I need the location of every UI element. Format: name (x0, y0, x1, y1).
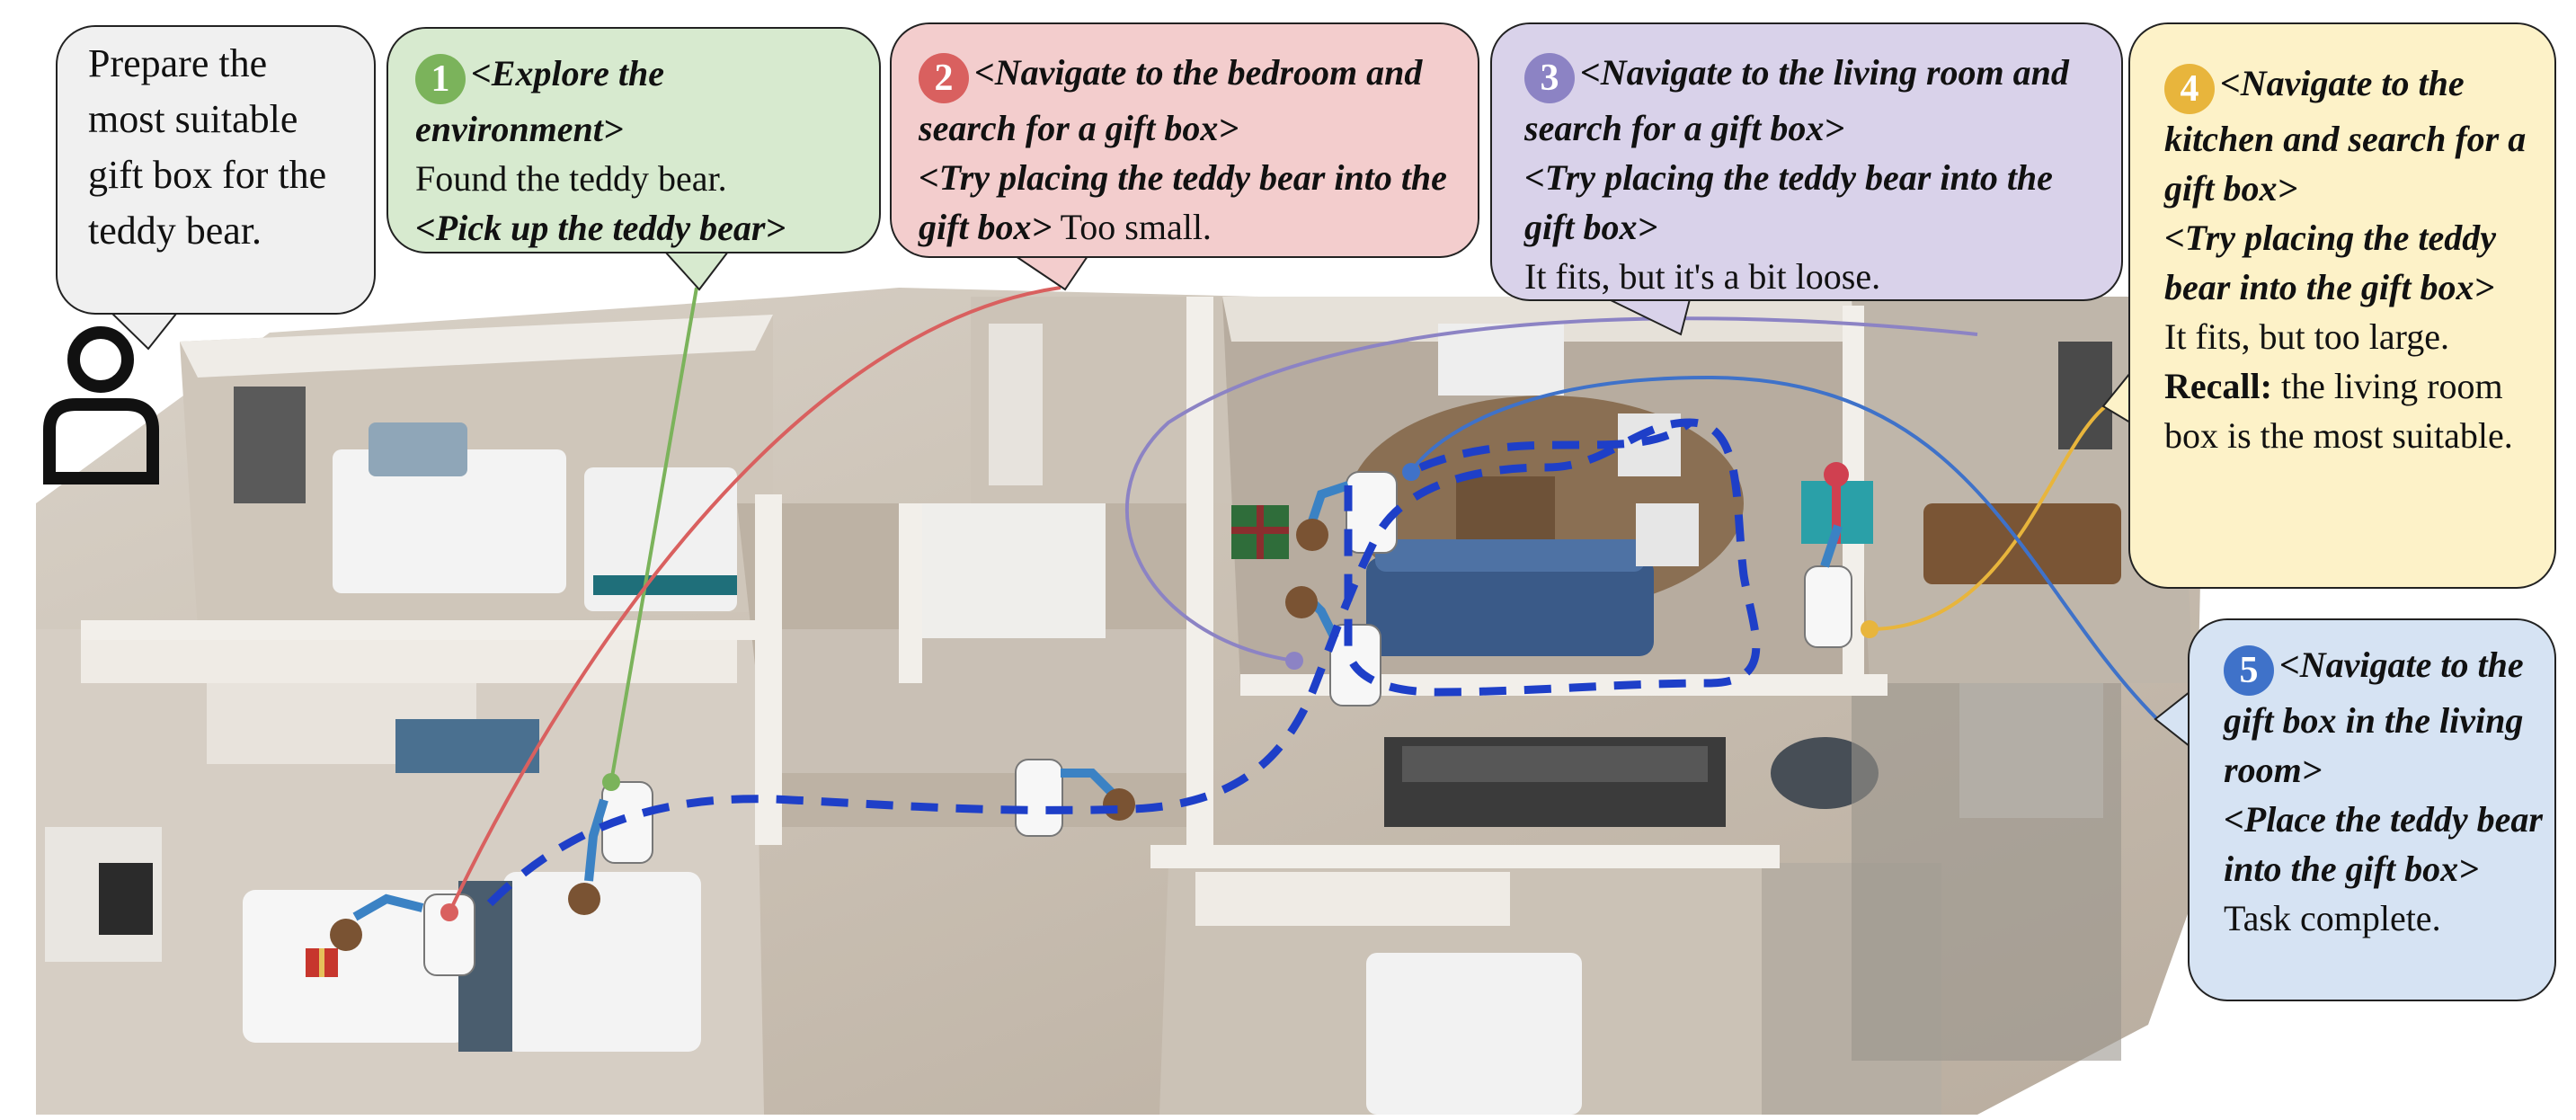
step-action: <Try placing the teddy bear into the gif… (1524, 157, 2053, 247)
step-action: <Place the teddy bear into the gift box> (2224, 799, 2543, 889)
recall-label: Recall: (2164, 366, 2272, 406)
step-observation: It fits, but too large. (2164, 316, 2449, 357)
step-action: <Navigate to the bedroom and search for … (919, 52, 1422, 148)
bedroom-bottom-left (36, 629, 764, 1115)
step-3-bubble: 3<Navigate to the living room and search… (1490, 22, 2123, 301)
bubble-tail-step1 (665, 252, 728, 289)
step-observation: Task complete. (2224, 898, 2441, 938)
bedroom-2 (971, 297, 1258, 503)
step-action: <Try placing the teddy bear into the gif… (2164, 218, 2496, 307)
step-observation: Found the teddy bear. (415, 158, 727, 199)
step-number-badge: 1 (415, 54, 466, 104)
connector-dot-2 (440, 903, 458, 921)
connector-dot-4 (1861, 620, 1879, 638)
connector-dot-1 (602, 773, 620, 791)
step-2-bubble: 2<Navigate to the bedroom and search for… (890, 22, 1479, 258)
step-number-badge: 4 (2164, 64, 2215, 114)
step-4-bubble: 4<Navigate to the kitchen and search for… (2128, 22, 2556, 589)
step-action: <Pick up the teddy bear> (415, 208, 786, 248)
step-observation: Too small. (1061, 207, 1212, 247)
step-action: <Navigate to the living room and search … (1524, 52, 2069, 148)
step-number-badge: 3 (1524, 53, 1575, 103)
gift-box-living-room (1231, 505, 1289, 559)
user-instruction-bubble: Prepare the most suitable gift box for t… (56, 25, 376, 315)
step-1-bubble: 1<Explore the environment> Found the ted… (386, 27, 881, 253)
step-5-bubble: 5<Navigate to the gift box in the living… (2188, 618, 2556, 1001)
user-instruction-text: Prepare the most suitable gift box for t… (88, 41, 326, 253)
step-number-badge: 2 (919, 53, 969, 103)
connector-dot-3 (1285, 652, 1303, 670)
bubble-tail-step2 (1016, 256, 1088, 289)
step-observation: It fits, but it's a bit loose. (1524, 256, 1880, 297)
gift-box-bedroom (306, 948, 338, 977)
hallway (737, 503, 1213, 827)
step-number-badge: 5 (2224, 645, 2274, 696)
step-action: <Navigate to the kitchen and search for … (2164, 63, 2526, 209)
connector-dot-5 (1402, 463, 1420, 481)
